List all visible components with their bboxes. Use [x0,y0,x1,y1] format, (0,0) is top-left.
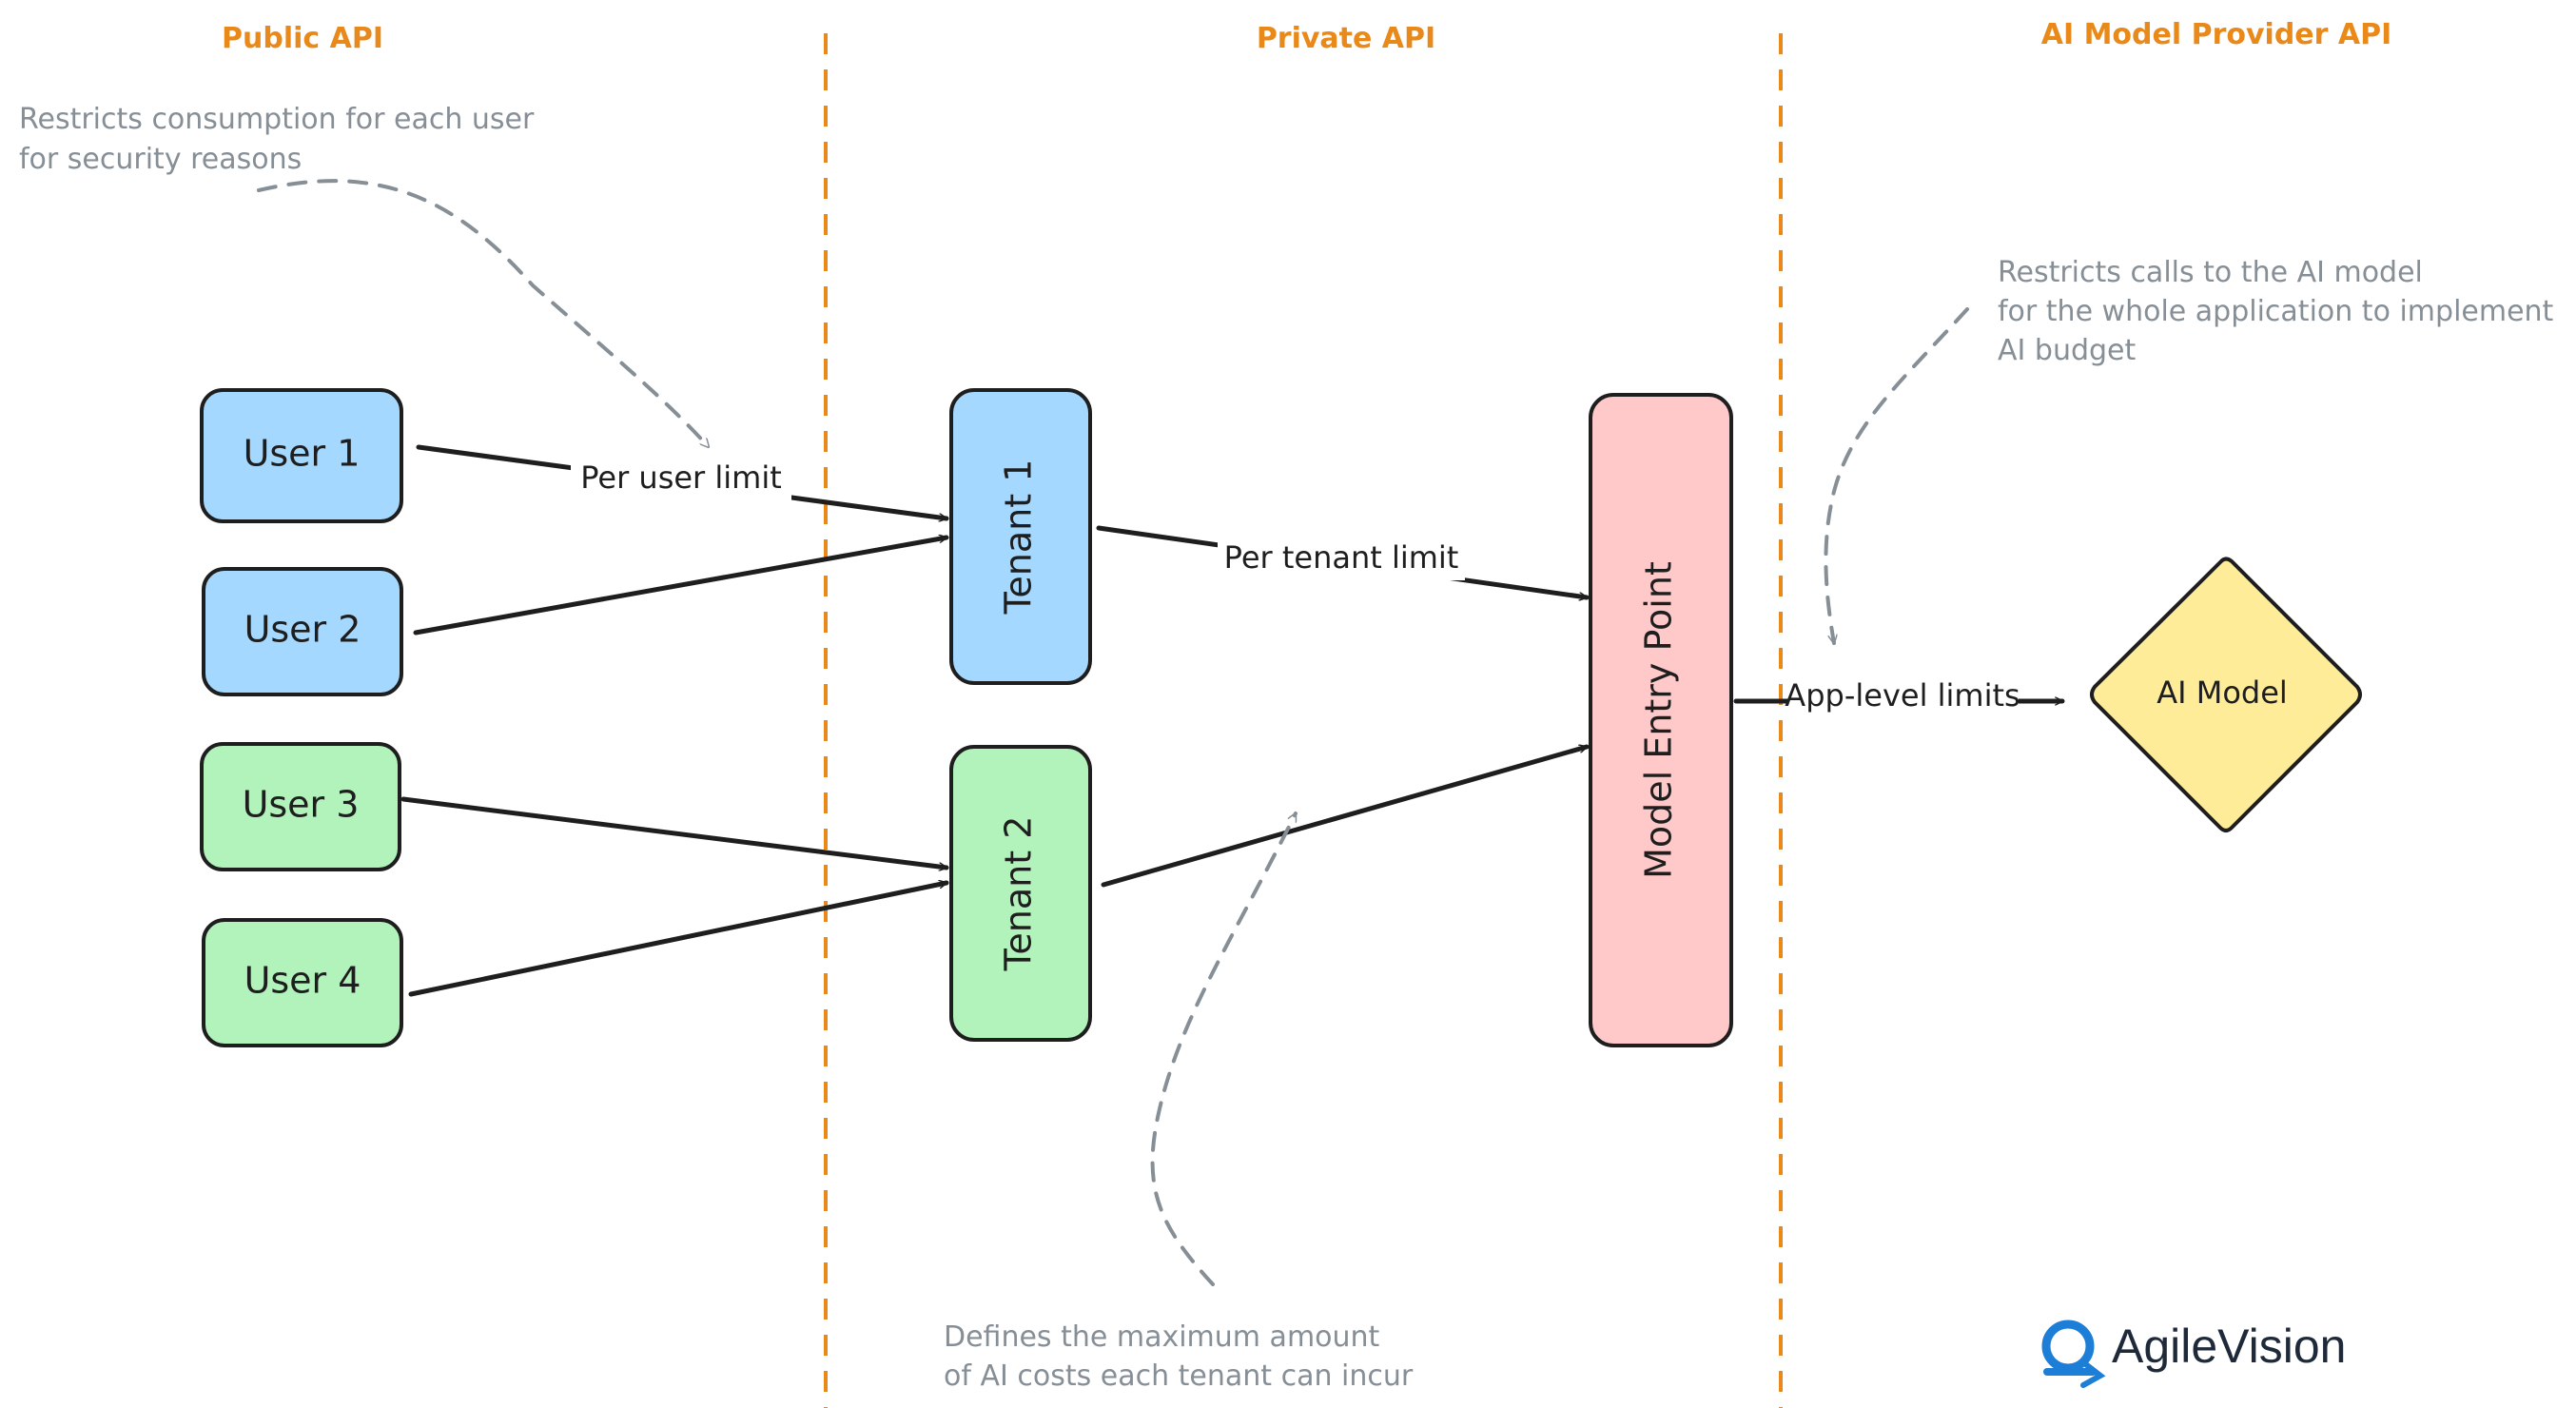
user-4-node[interactable]: User 4 [202,918,403,1047]
lane-title-public-api: Public API [222,22,383,55]
note-tenant-cost-line-2: of AI costs each tenant can incur [944,1359,1414,1393]
tenant-2-node[interactable]: Tenant 2 [949,745,1092,1042]
tenant-1-node[interactable]: Tenant 1 [949,388,1092,685]
edge-user4-tenant2 [408,883,949,997]
agilevision-logo: AgileVision [2041,1320,2346,1388]
edge-user2-tenant1 [413,538,949,636]
note-app-limit-arrow [1824,307,1969,645]
edge-label-app-level-limits: App-level limits [1785,677,2020,714]
user-2-label: User 2 [244,609,361,651]
tenant-2-label: Tenant 2 [998,816,1040,972]
model-entry-point-node[interactable]: Model Entry Point [1589,393,1733,1047]
note-user-limit-arrow [257,179,711,449]
note-user-limit-line-2: for security reasons [19,143,302,176]
note-app-limit-line-2: for the whole application to implement [1998,295,2554,328]
user-3-node[interactable]: User 3 [200,742,401,871]
agilevision-logo-text: AgileVision [2112,1320,2346,1373]
edge-user3-tenant2 [400,796,949,868]
note-tenant-cost-arrow [1150,813,1298,1286]
agilevision-logo-icon [2041,1320,2106,1388]
ai-model-label: AI Model [2156,675,2288,711]
note-user-limit-line-1: Restricts consumption for each user [19,103,535,136]
tenant-1-label: Tenant 1 [998,460,1040,616]
edge-label-bg-per-user [571,459,791,500]
user-1-node[interactable]: User 1 [200,388,403,523]
note-tenant-cost-line-1: Defines the maximum amount [944,1320,1380,1354]
edge-label-bg-app-level [1788,675,2019,717]
edge-label-per-user-limit: Per user limit [580,460,782,496]
note-app-limit-line-1: Restricts calls to the AI model [1998,256,2423,289]
lane-title-private-api: Private API [1257,22,1435,55]
user-1-label: User 1 [244,433,361,475]
edge-label-bg-per-tenant [1218,538,1465,580]
user-2-node[interactable]: User 2 [202,567,403,696]
edge-label-per-tenant-limit: Per tenant limit [1224,539,1459,576]
ai-model-node[interactable]: AI Model [2090,557,2362,832]
user-3-label: User 3 [243,784,360,826]
note-app-limit-line-3: AI budget [1998,334,2137,367]
edge-tenant2-entry [1101,747,1590,888]
user-4-label: User 4 [244,960,361,1002]
lane-title-provider-api: AI Model Provider API [2041,18,2392,51]
model-entry-point-label: Model Entry Point [1638,561,1680,879]
